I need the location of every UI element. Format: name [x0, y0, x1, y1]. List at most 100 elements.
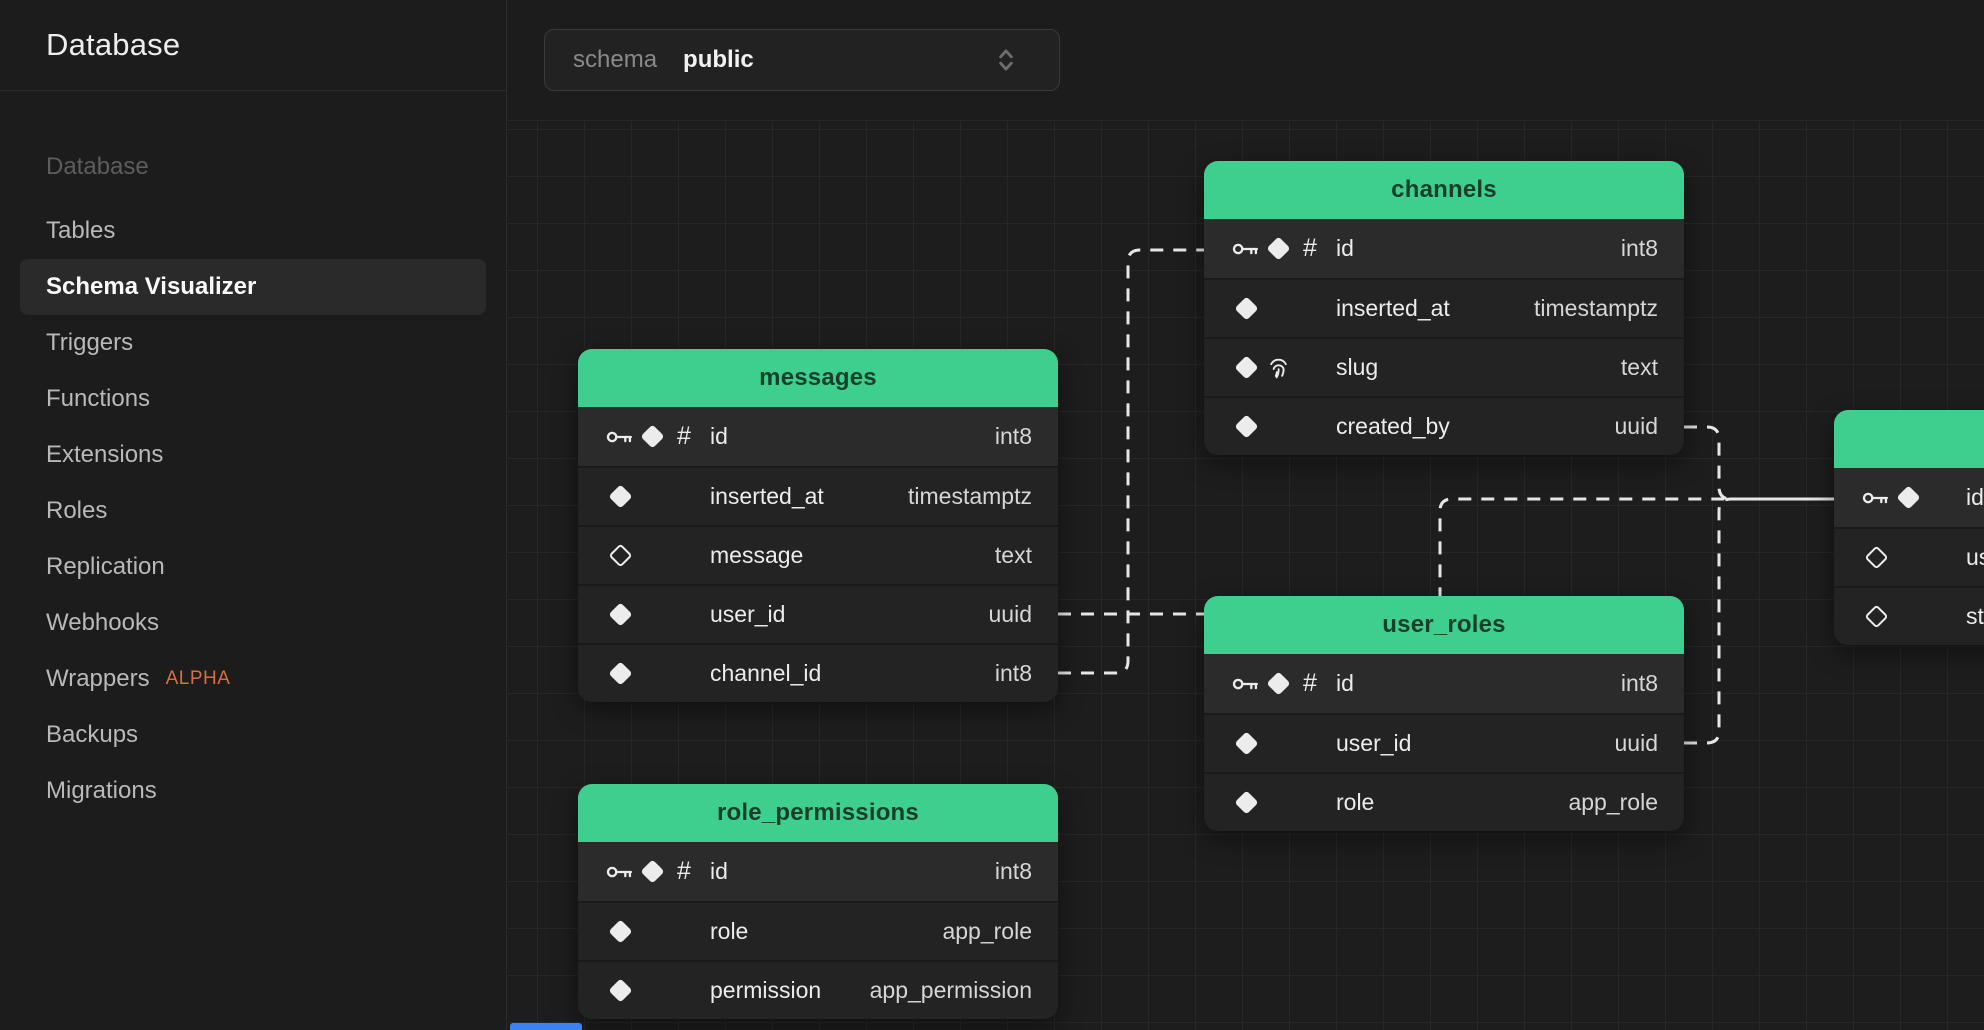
column-row-users-sta: sta	[1834, 586, 1984, 645]
column-name: message	[710, 542, 803, 569]
sidebar-item-label: Webhooks	[46, 609, 159, 637]
column-row-channels-created_by: created_by uuid	[1204, 396, 1684, 455]
table-node-channels[interactable]: channels#idint8inserted_attimestamptzslu…	[1204, 161, 1684, 455]
sidebar-item-roles[interactable]: Roles	[20, 483, 486, 539]
sidebar-item-backups[interactable]: Backups	[20, 707, 486, 763]
sidebar-item-label: Extensions	[46, 441, 163, 469]
topbar: schema public	[508, 0, 1984, 121]
column-name: permission	[710, 977, 821, 1004]
nullable-diamond-icon	[608, 543, 632, 567]
icon-slot	[604, 923, 636, 940]
column-row-messages-id: #idint8	[578, 407, 1058, 466]
sidebar-item-wrappers[interactable]: Wrappers ALPHA	[20, 651, 486, 707]
sidebar: Database DatabaseTablesSchema Visualizer…	[0, 0, 507, 1030]
column-name: role	[710, 918, 748, 945]
alpha-badge: ALPHA	[166, 668, 231, 690]
sidebar-item-label: Database	[46, 153, 149, 181]
table-title-users	[1834, 410, 1984, 468]
column-icons	[604, 488, 700, 505]
schema-select[interactable]: schema public	[544, 29, 1060, 91]
column-type: uuid	[1603, 413, 1658, 440]
column-name: id	[710, 858, 728, 885]
icon-slot	[1230, 359, 1262, 376]
sidebar-item-label: Schema Visualizer	[46, 273, 256, 301]
icon-slot: #	[1294, 671, 1326, 696]
sidebar-header: Database	[0, 0, 506, 91]
icon-slot	[604, 606, 636, 623]
table-node-role_permissions[interactable]: role_permissions#idint8roleapp_rolepermi…	[578, 784, 1058, 1019]
column-icons	[1230, 300, 1326, 317]
not-null-diamond-icon	[1234, 296, 1258, 320]
column-row-user_roles-role: roleapp_role	[1204, 772, 1684, 831]
icon-slot	[1230, 671, 1262, 697]
table-title-messages: messages	[578, 349, 1058, 407]
schema-canvas[interactable]: channels#idint8inserted_attimestamptzslu…	[508, 122, 1984, 1030]
column-name: id	[710, 423, 728, 450]
column-type: int8	[983, 660, 1032, 687]
nullable-diamond-icon	[1864, 545, 1888, 569]
column-name: user_id	[710, 601, 785, 628]
page-title: Database	[46, 27, 180, 63]
column-row-users-id: id	[1834, 468, 1984, 527]
column-row-messages-user_id: user_id uuid	[578, 584, 1058, 643]
column-name: user_id	[1336, 730, 1411, 757]
column-name: id	[1966, 484, 1984, 511]
sidebar-item-tables[interactable]: Tables	[20, 203, 486, 259]
table-title-user_roles: user_roles	[1204, 596, 1684, 654]
sidebar-item-label: Functions	[46, 385, 150, 413]
sidebar-item-replication[interactable]: Replication	[20, 539, 486, 595]
minimap-sliver	[510, 1023, 582, 1030]
icon-slot: #	[668, 424, 700, 449]
column-name: role	[1336, 789, 1374, 816]
icon-slot	[604, 488, 636, 505]
column-row-role_permissions-id: #idint8	[578, 842, 1058, 901]
icon-slot	[604, 859, 636, 885]
icon-slot	[1860, 485, 1892, 511]
sidebar-item-functions[interactable]: Functions	[20, 371, 486, 427]
primary-key-icon	[1861, 485, 1891, 511]
column-name: slug	[1336, 354, 1378, 381]
icon-slot	[1860, 549, 1892, 566]
primary-key-icon	[605, 424, 635, 450]
column-row-messages-channel_id: channel_id int8	[578, 643, 1058, 702]
sidebar-item-migrations[interactable]: Migrations	[20, 763, 486, 819]
table-node-user_roles[interactable]: user_roles#idint8user_iduuidroleapp_role	[1204, 596, 1684, 831]
unique-fingerprint-icon	[1265, 354, 1292, 381]
primary-key-icon	[1231, 671, 1261, 697]
table-title-role_permissions: role_permissions	[578, 784, 1058, 842]
column-icons	[604, 923, 700, 940]
column-name: use	[1966, 544, 1984, 571]
not-null-diamond-icon	[608, 978, 632, 1002]
number-hash-icon: #	[677, 424, 691, 449]
column-name: inserted_at	[710, 483, 824, 510]
not-null-diamond-icon	[1234, 355, 1258, 379]
column-icons	[1860, 549, 1956, 566]
icon-slot	[1262, 240, 1294, 257]
sidebar-item-extensions[interactable]: Extensions	[20, 427, 486, 483]
column-name: created_by	[1336, 413, 1450, 440]
schema-select-value: public	[683, 46, 993, 74]
icon-slot	[604, 547, 636, 564]
column-name: id	[1336, 235, 1354, 262]
sidebar-item-label: Tables	[46, 217, 115, 245]
column-type: uuid	[977, 601, 1032, 628]
column-type: text	[1609, 354, 1658, 381]
icon-slot	[1892, 489, 1924, 506]
column-type: text	[983, 542, 1032, 569]
column-name: inserted_at	[1336, 295, 1450, 322]
column-icons	[604, 665, 700, 682]
column-type: timestamptz	[896, 483, 1032, 510]
sidebar-item-webhooks[interactable]: Webhooks	[20, 595, 486, 651]
table-node-users[interactable]: id use sta	[1834, 410, 1984, 645]
sidebar-item-label: Wrappers	[46, 665, 150, 693]
sidebar-item-schema-visualizer[interactable]: Schema Visualizer	[20, 259, 486, 315]
icon-slot	[636, 863, 668, 880]
not-null-diamond-icon	[608, 661, 632, 685]
column-name: channel_id	[710, 660, 821, 687]
column-icons: #	[1230, 236, 1326, 262]
not-null-diamond-icon	[1234, 414, 1258, 438]
column-icons	[604, 547, 700, 564]
sidebar-item-triggers[interactable]: Triggers	[20, 315, 486, 371]
table-node-messages[interactable]: messages # id int8 inserted_at timestamptz mes…	[578, 349, 1058, 702]
